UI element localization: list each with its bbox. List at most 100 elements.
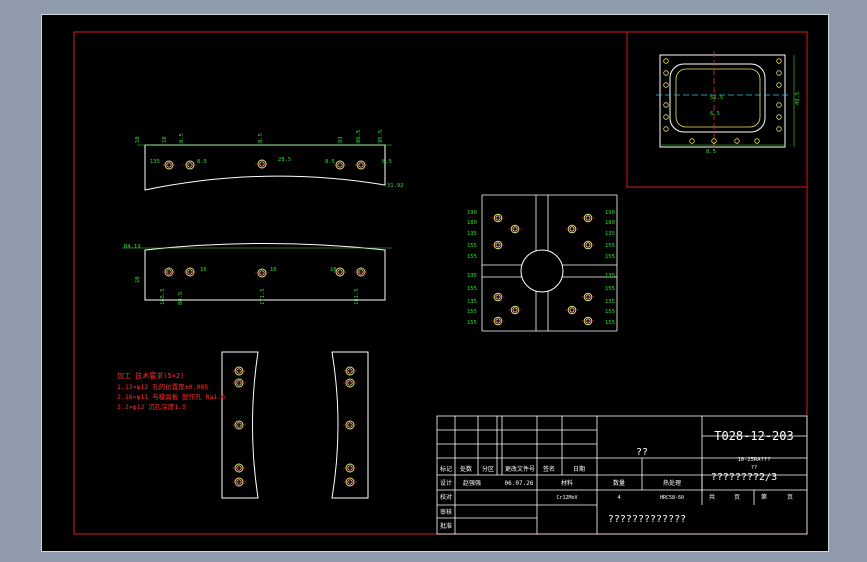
center-plate-lines xyxy=(481,194,618,332)
dimension-label: 86.5 xyxy=(356,130,362,143)
notes-line-2: 2.16×φ11 与模具板 配作孔 Ra1.6 xyxy=(117,392,225,401)
subtitle-mid: ?? xyxy=(751,465,758,471)
dimension-label: 190 xyxy=(467,210,477,216)
drawing-number: T028-12-203 xyxy=(714,429,793,443)
inset-plate xyxy=(659,54,786,148)
dimension-label: 155 xyxy=(605,320,615,326)
inset-view: 8.549.551.56.5 xyxy=(626,32,807,188)
top-bar-holes xyxy=(162,159,368,170)
part-name: ?? xyxy=(636,447,648,458)
top-bar-outline xyxy=(144,144,386,191)
design-name: 赵强强 xyxy=(463,479,481,487)
inset-hole xyxy=(776,114,782,120)
inset-hole xyxy=(663,102,669,108)
side-part-left xyxy=(221,351,259,499)
quantity-label: 数量 xyxy=(613,479,625,487)
dimension-label: 135 xyxy=(605,231,615,237)
center-dims: 190 180 135 155 155 135 155 135 155 155 190 180 135 1… xyxy=(467,210,615,326)
inset-opening xyxy=(669,63,766,133)
dimension-label: 155 xyxy=(467,320,477,326)
dimension-label: R4.19 xyxy=(124,244,141,250)
left-part-holes xyxy=(232,366,246,487)
inset-hole xyxy=(663,126,669,132)
subtitle-top: 10-25RA??? xyxy=(737,457,770,463)
dimension-label: 28.5 xyxy=(278,157,291,163)
center-holes xyxy=(491,213,595,326)
dimension-label: 8.5 xyxy=(706,149,716,155)
center-bore xyxy=(520,249,564,293)
dimension-label: 155 xyxy=(467,243,477,249)
title-block xyxy=(436,415,808,535)
dimension-label: 181.5 xyxy=(354,288,360,305)
dimension-label: 8.5 xyxy=(258,133,264,143)
dimension-label: 135 xyxy=(467,273,477,279)
dimension-label: 10 xyxy=(270,267,277,273)
dimension-label: 155 xyxy=(467,286,477,292)
bottom-bar-outline xyxy=(144,243,386,301)
inset-hole xyxy=(663,114,669,120)
inset-hole xyxy=(776,70,782,76)
dimension-label: 93 xyxy=(338,136,344,143)
dimension-label: 135 xyxy=(467,231,477,237)
dimension-label: 135 xyxy=(150,159,160,165)
dimension-label: 8.5 xyxy=(179,133,185,143)
inset-hole xyxy=(776,82,782,88)
inset-hole xyxy=(689,138,695,144)
page-unit: 页 xyxy=(787,494,793,501)
inset-hole xyxy=(776,126,782,132)
inset-dims: 8.549.551.56.5 xyxy=(706,92,801,155)
bottom-bar-holes xyxy=(162,267,368,278)
dimension-label: 10 xyxy=(200,267,207,273)
inset-hole xyxy=(734,138,740,144)
notes-line-1: 1.12×φ12 孔的位置度±0.005 xyxy=(117,382,208,391)
inset-opening-inner xyxy=(675,68,761,128)
dimension-label: 10 xyxy=(330,267,337,273)
title-block-text: T028-12-203 ?? 10-25RA??? ?? ????????2/3… xyxy=(440,429,794,530)
inset-hole xyxy=(663,70,669,76)
col-header-3: 更改文件号 xyxy=(505,465,535,473)
col-header-2: 分区 xyxy=(482,465,494,473)
inset-hole xyxy=(776,102,782,108)
review-label: 审核 xyxy=(440,508,452,516)
heat-value: HRC58-60 xyxy=(660,495,684,501)
dimension-label: 155 xyxy=(467,309,477,315)
dimension-label: 135 xyxy=(605,299,615,305)
design-label: 设计 xyxy=(440,479,452,487)
design-date: 06.07.26 xyxy=(505,480,534,487)
dimension-label: 165.5 xyxy=(160,288,166,305)
col-header-5: 日期 xyxy=(573,465,585,473)
check-label: 校对 xyxy=(440,493,452,501)
page-label: 第 xyxy=(761,493,767,501)
col-header-0: 标记 xyxy=(440,465,452,473)
dimension-label: 6.5 xyxy=(710,111,720,117)
dimension-label: 10 xyxy=(162,136,168,143)
notes-line-3: 3.2×φ12 沉孔深度1.5 xyxy=(117,402,186,411)
dimension-label: 180 xyxy=(605,220,615,226)
inset-hole xyxy=(754,138,760,144)
dimension-label: 31.92 xyxy=(387,183,404,189)
inset-hole xyxy=(663,82,669,88)
total-unit: 页 xyxy=(734,494,740,501)
dimension-label: 51.5 xyxy=(710,95,723,101)
dimension-label: 88.5 xyxy=(178,292,184,305)
right-part-holes xyxy=(343,366,357,487)
dimension-label: 190 xyxy=(605,210,615,216)
quantity-value: 4 xyxy=(617,495,620,501)
dimension-label: 8.5 xyxy=(382,159,392,165)
notes-title: 加工 技术要求(5×2) xyxy=(117,371,184,380)
dimension-label: 8.5 xyxy=(197,159,207,165)
dimension-label: 155 xyxy=(605,286,615,292)
inset-border xyxy=(626,32,807,188)
dimension-label: 8.5 xyxy=(325,159,335,165)
sheet-text: ????????2/3 xyxy=(711,472,777,483)
center-plate-view: 190 180 135 155 155 135 155 135 155 155 190 180 135 1… xyxy=(467,194,618,332)
col-header-1: 处数 xyxy=(460,465,472,473)
dimension-label: 180 xyxy=(467,220,477,226)
dimension-label: 95.5 xyxy=(378,130,384,143)
side-part-right-outline xyxy=(331,351,369,499)
